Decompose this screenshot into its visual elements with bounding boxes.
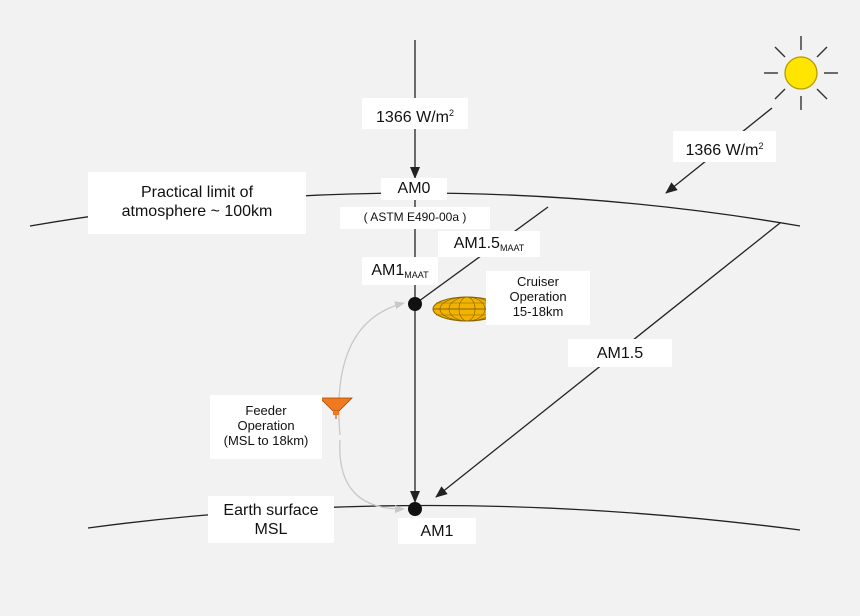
am15-maat-subscript: MAAT <box>499 243 525 253</box>
slant-irradiance-value: 1366 W/m <box>685 142 759 159</box>
cruiser-line3: 15-18km <box>512 304 564 319</box>
earth-surface-label: Earth surface MSL <box>208 496 334 543</box>
earth-surface-line1: Earth surface <box>223 502 319 519</box>
earth-surface-line2: MSL <box>254 521 288 538</box>
am15-text: AM1.5 <box>596 345 644 362</box>
top-irradiance-exponent: 2 <box>448 108 454 118</box>
earth-surface-curve <box>87 504 801 531</box>
am0-text: AM0 <box>397 180 431 197</box>
feeder-aircraft-icon <box>319 397 353 419</box>
feeder-curve-down <box>339 439 405 514</box>
feeder-curve-up <box>338 301 405 436</box>
feeder-line3: (MSL to 18km) <box>223 433 309 448</box>
am1-maat-main: AM1 <box>371 262 405 279</box>
am0-label: AM0 <box>381 178 447 200</box>
astm-label: ( ASTM E490-00a ) <box>340 207 490 229</box>
am1-maat-subscript: MAAT <box>404 270 429 280</box>
top-irradiance-value: 1366 W/m <box>376 109 449 126</box>
am15-label: AM1.5 <box>568 339 672 367</box>
astm-text: ( ASTM E490-00a ) <box>363 210 467 224</box>
am1-maat-label: AM1MAAT <box>362 257 438 285</box>
am15-maat-label: AM1.5MAAT <box>438 231 540 257</box>
cruiser-line2: Operation <box>509 289 567 304</box>
am1-point <box>408 502 422 516</box>
slant-irradiance-label: 1366 W/m2 <box>673 131 776 162</box>
feeder-operation-label: Feeder Operation (MSL to 18km) <box>210 395 322 459</box>
cruiser-aircraft-icon <box>432 296 502 322</box>
am1-maat-point <box>408 297 422 311</box>
atmosphere-limit-line1: Practical limit of <box>140 184 254 201</box>
cruiser-line1: Cruiser <box>517 274 559 289</box>
atmosphere-limit-label: Practical limit of atmosphere ~ 100km <box>88 172 306 234</box>
top-irradiance-label: 1366 W/m2 <box>362 98 468 129</box>
am15-maat-main: AM1.5 <box>453 235 500 252</box>
feeder-line1: Feeder <box>245 403 287 418</box>
sun-icon <box>764 36 838 110</box>
am1-label: AM1 <box>398 518 476 544</box>
feeder-line2: Operation <box>237 418 295 433</box>
slant-irradiance-exponent: 2 <box>758 141 764 151</box>
am1-text: AM1 <box>420 523 454 540</box>
cruiser-operation-label: Cruiser Operation 15-18km <box>486 271 590 325</box>
atmosphere-limit-line2: atmosphere ~ 100km <box>121 203 273 220</box>
